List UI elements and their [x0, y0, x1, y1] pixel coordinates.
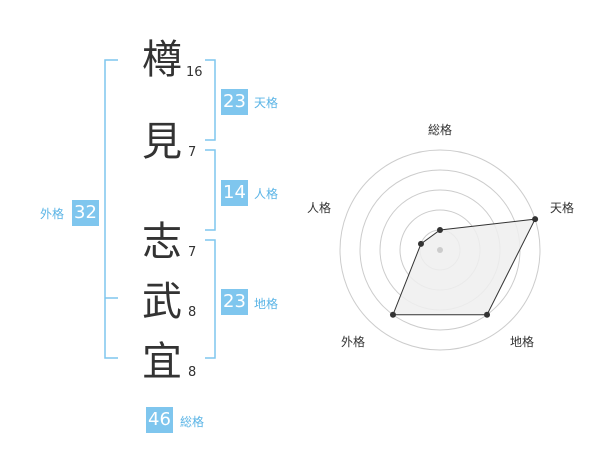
- name-char-5: 宜: [142, 339, 182, 385]
- radar-label-jinkaku: 人格: [307, 201, 332, 215]
- name-char-2: 見: [142, 119, 182, 165]
- radar-center-dot: [437, 247, 443, 253]
- gaikaku-badge: 32: [72, 200, 99, 226]
- tenkaku-badge: 23: [221, 89, 248, 115]
- soukaku-label: 総格: [180, 415, 205, 429]
- gaikaku-bracket: [104, 59, 118, 359]
- radar-label-chikaku: 地格: [510, 335, 535, 349]
- jinkaku-badge: 14: [221, 180, 248, 206]
- radar-point-3: [389, 311, 396, 318]
- stroke-count-4: 8: [188, 305, 197, 320]
- stroke-count-3: 7: [188, 245, 197, 260]
- stroke-count-2: 7: [188, 145, 197, 160]
- name-char-1: 樽: [142, 37, 182, 83]
- jinkaku-bracket: [205, 149, 216, 231]
- tenkaku-label: 天格: [254, 96, 279, 110]
- radar-point-2: [484, 311, 491, 318]
- chikaku-label: 地格: [254, 297, 279, 311]
- stroke-count-5: 8: [188, 365, 197, 380]
- name-char-3: 志: [142, 219, 182, 265]
- radar-label-tenkaku: 天格: [550, 201, 575, 215]
- chikaku-badge: 23: [221, 289, 248, 315]
- soukaku-badge: 46: [146, 407, 173, 433]
- stroke-count-1: 16: [186, 65, 203, 80]
- radar-label-gaikaku: 外格: [341, 335, 366, 349]
- radar-ring-5: [339, 149, 541, 351]
- name-char-4: 武: [142, 279, 182, 325]
- radar-point-4: [417, 240, 424, 247]
- jinkaku-label: 人格: [254, 187, 279, 201]
- radar-series-polygon: [392, 218, 536, 316]
- radar-point-1: [532, 216, 539, 223]
- chikaku-bracket: [205, 239, 216, 359]
- tenkaku-bracket: [205, 59, 216, 141]
- radar-point-0: [437, 227, 443, 233]
- gaikaku-label: 外格: [40, 207, 65, 221]
- radar-label-soukaku: 総格: [428, 123, 453, 137]
